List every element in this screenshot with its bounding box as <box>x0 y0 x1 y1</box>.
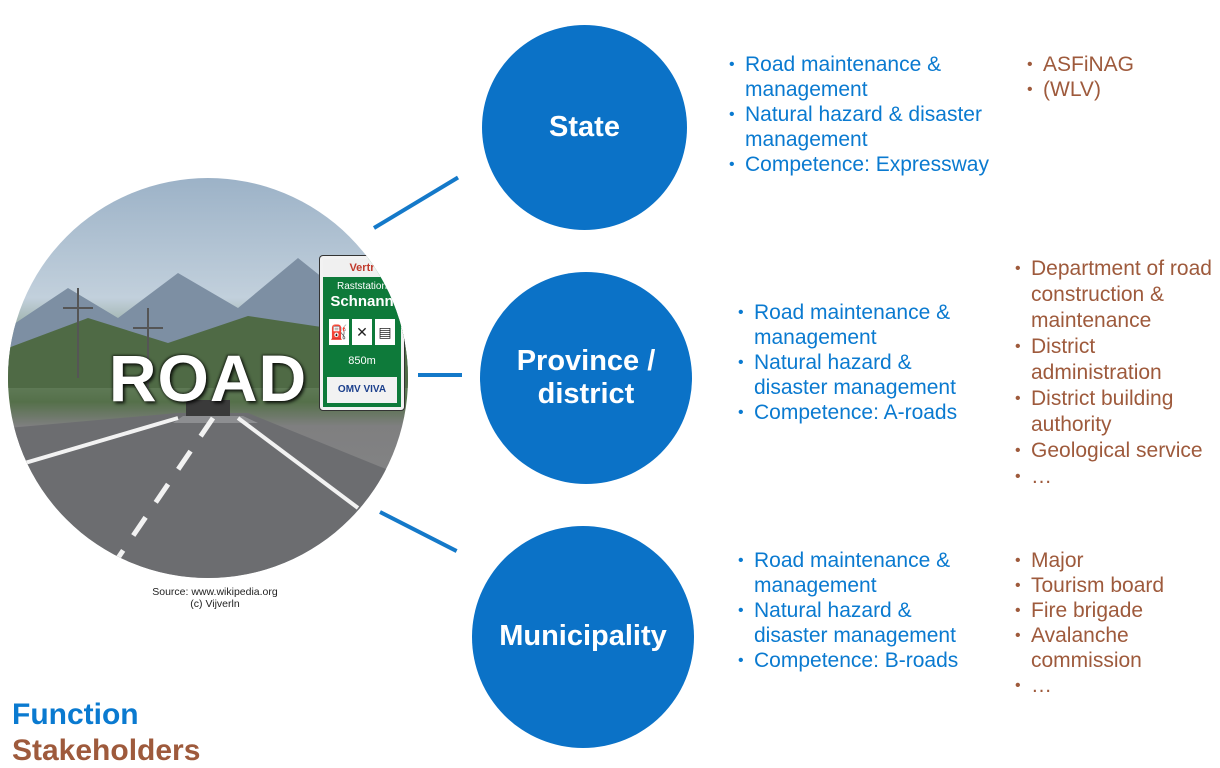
road-sign: Vertr Raststation Schnann ⛽ ✕ ▤ 850m OMV… <box>320 256 404 410</box>
stakeholder-item: Department of road construction & mainte… <box>1012 256 1220 334</box>
level-name-province: Province / district <box>516 344 656 410</box>
functions-list-province: Road maintenance & management Natural ha… <box>735 300 990 425</box>
function-item: Natural hazard & disaster management <box>735 350 990 400</box>
stakeholder-item: District administration <box>1012 334 1220 386</box>
legend-stakeholders: Stakeholders <box>12 734 201 767</box>
stakeholder-item: Geological service <box>1012 438 1220 464</box>
sign-top-label: Vertr <box>323 259 401 277</box>
road-photo: Vertr Raststation Schnann ⛽ ✕ ▤ 850m OMV… <box>8 178 408 578</box>
stakeholder-item: (WLV) <box>1024 77 1214 102</box>
stakeholder-item: District building authority <box>1012 386 1220 438</box>
stakeholder-item: … <box>1012 673 1212 698</box>
function-item: Competence: A-roads <box>735 400 990 425</box>
source-line2: (c) Vijverln <box>190 598 240 610</box>
stakeholders-list-state: ASFiNAG (WLV) <box>1024 52 1214 102</box>
stakeholder-item: Tourism board <box>1012 573 1212 598</box>
stakeholders-list-province: Department of road construction & mainte… <box>1012 256 1220 490</box>
stakeholders-list-municipality: Major Tourism board Fire brigade Avalanc… <box>1012 548 1212 698</box>
sign-icons: ⛽ ✕ ▤ <box>329 319 395 345</box>
road-title: ROAD <box>108 341 308 415</box>
restaurant-icon: ✕ <box>352 319 372 345</box>
level-circle-province: Province / district <box>480 272 692 484</box>
fuel-icon: ⛽ <box>329 319 349 345</box>
functions-list-municipality: Road maintenance & management Natural ha… <box>735 548 990 673</box>
function-item: Competence: Expressway <box>726 152 1026 177</box>
function-item: Natural hazard & disaster management <box>735 598 990 648</box>
stakeholder-item: ASFiNAG <box>1024 52 1214 77</box>
level-name-state: State <box>549 110 620 143</box>
sign-line1: Raststation <box>336 281 388 292</box>
stakeholder-item: … <box>1012 464 1220 490</box>
level-circle-state: State <box>482 25 687 230</box>
function-item: Natural hazard & disaster management <box>726 102 1026 152</box>
function-item: Road maintenance & management <box>735 300 990 350</box>
stakeholder-item: Major <box>1012 548 1212 573</box>
stakeholder-item: Fire brigade <box>1012 598 1212 623</box>
sign-distance: 850m <box>348 355 376 367</box>
sign-line2: Schnann <box>330 293 394 310</box>
legend-function: Function <box>12 698 139 731</box>
function-item: Competence: B-roads <box>735 648 990 673</box>
function-item: Road maintenance & management <box>735 548 990 598</box>
photo-source: Source: www.wikipedia.org (c) Vijverln <box>110 586 320 610</box>
lodging-icon: ▤ <box>375 319 395 345</box>
level-name-municipality: Municipality <box>499 620 667 653</box>
stakeholder-item: Avalanche commission <box>1012 623 1212 673</box>
road-scene-icon <box>8 258 408 578</box>
function-item: Road maintenance & management <box>726 52 1026 102</box>
sign-brands: OMV VIVA <box>327 377 397 403</box>
source-line1: Source: www.wikipedia.org <box>152 586 278 598</box>
level-circle-municipality: Municipality <box>472 526 694 748</box>
functions-list-state: Road maintenance & management Natural ha… <box>726 52 1026 177</box>
connector-province <box>418 373 462 377</box>
